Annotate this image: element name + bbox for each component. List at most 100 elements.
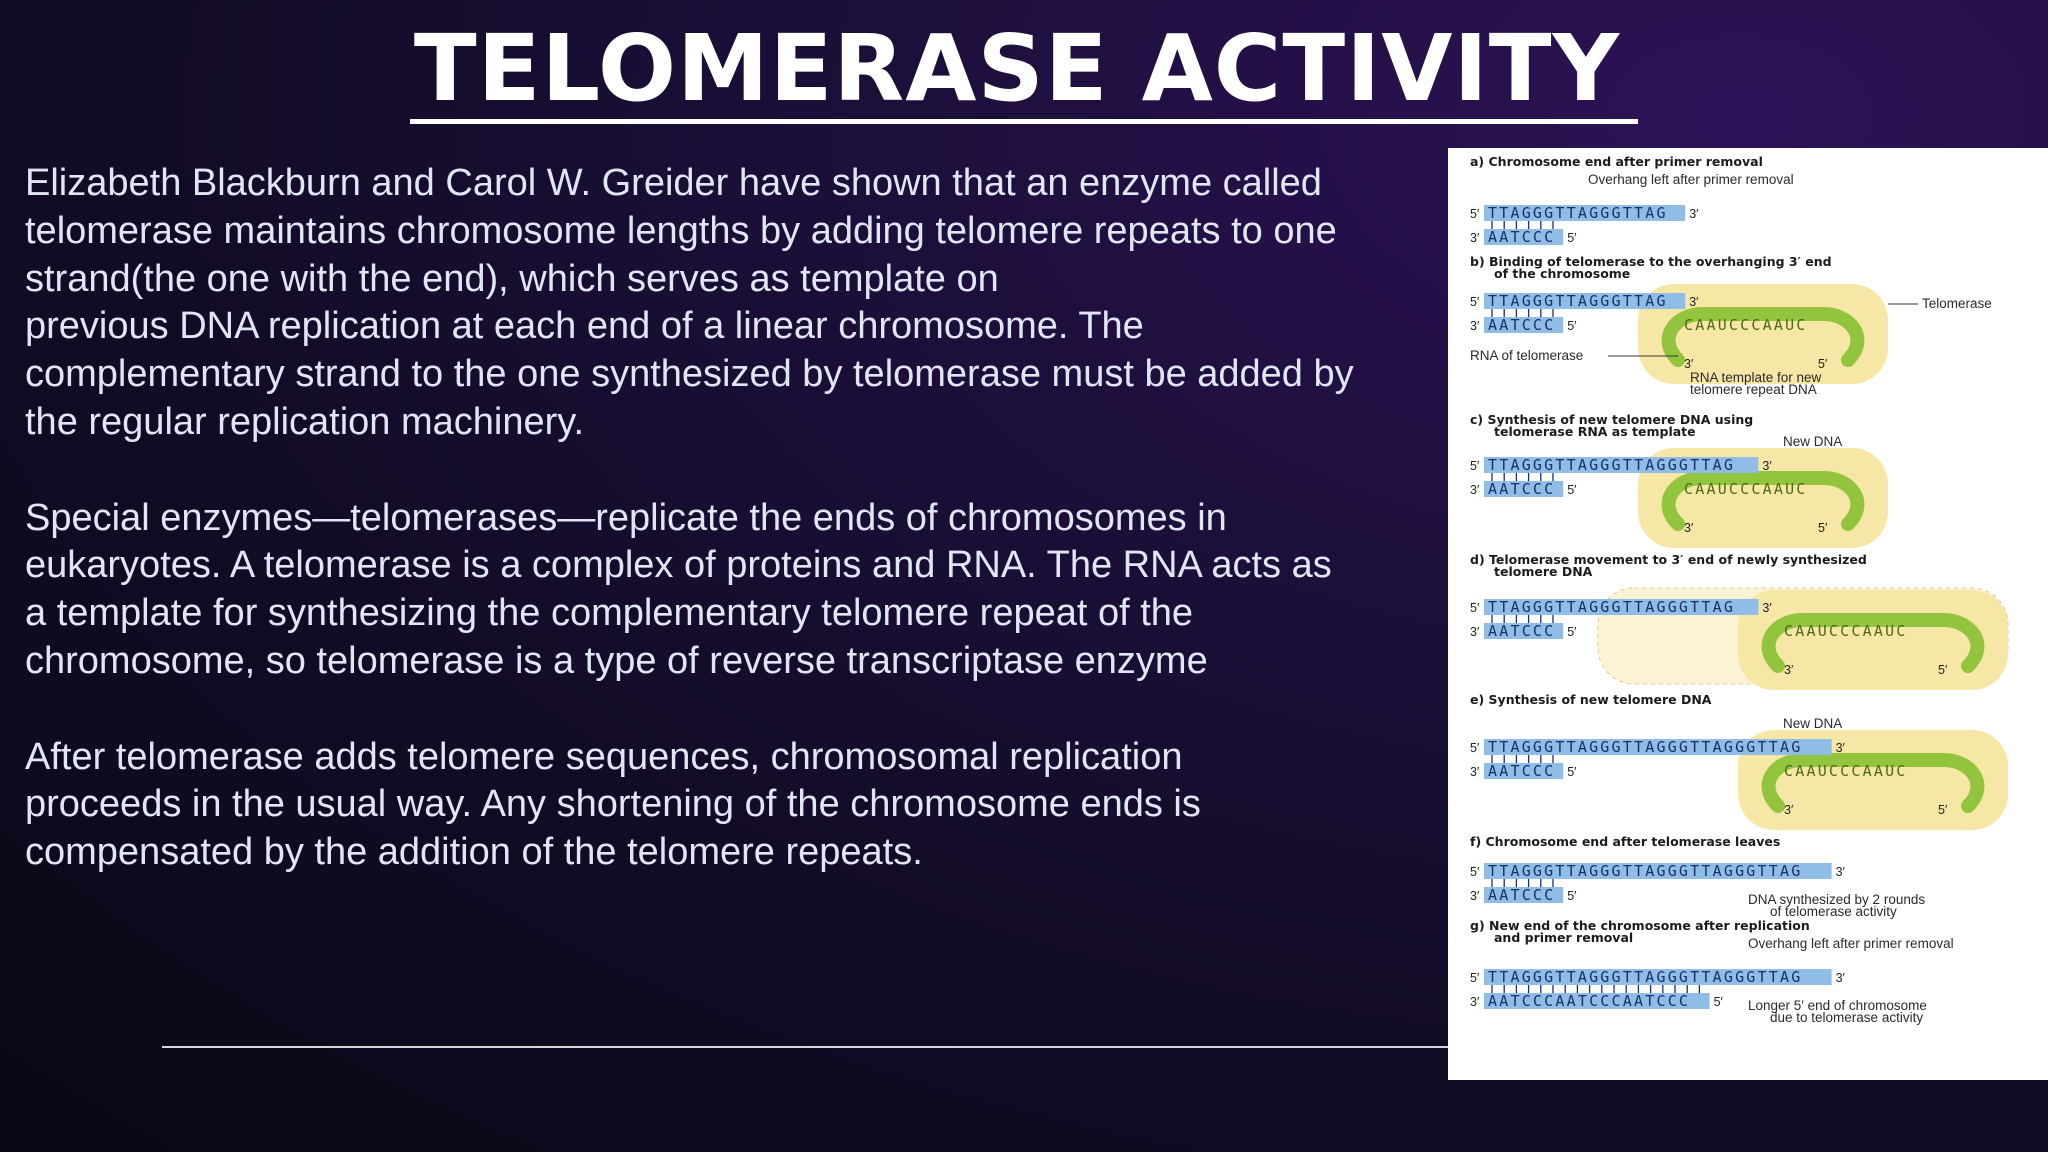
body-text: Elizabeth Blackburn and Carol W. Greider…	[25, 160, 1445, 925]
panel-e-top-seq: TTAGGGTTAGGGTTAGGGTTAGGGTTAG	[1488, 738, 1802, 756]
panel-f-top-bar	[1484, 863, 1832, 879]
panel-b-rna-seq: CAAUCCCAAUC	[1684, 316, 1808, 334]
panel-g-top-bar	[1484, 969, 1832, 985]
panel-f-top-seq: TTAGGGTTAGGGTTAGGGTTAGGGTTAG	[1488, 862, 1802, 880]
slide-title-text: TELOMERASE ACTIVITY	[409, 19, 1639, 124]
panel-g-label: g) New end of the chromosome after repli…	[1470, 918, 1810, 933]
telomerase-diagram-svg: a) Chromosome end after primer removalOv…	[1470, 154, 2009, 1025]
panel-g-bottom-3: 3′	[1470, 995, 1480, 1009]
panel-a-top-3: 3′	[1689, 207, 1699, 221]
panel-b-top-bar	[1484, 293, 1686, 309]
panel-b-bottom-3: 3′	[1470, 319, 1480, 333]
panel-b-rna-3: 3′	[1684, 357, 1694, 371]
panel-a-bottom-3: 3′	[1470, 231, 1480, 245]
panel-d-top-5: 5′	[1470, 601, 1480, 615]
panel-e-label: e) Synthesis of new telomere DNA	[1470, 692, 1712, 707]
panel-d-bottom-bar	[1484, 623, 1564, 639]
panel-c-bottom-5: 5′	[1567, 483, 1577, 497]
panel-a-top-5: 5′	[1470, 207, 1480, 221]
panel-e-top-3: 3′	[1836, 741, 1846, 755]
panel-g-top-5: 5′	[1470, 971, 1480, 985]
panel-g-bottom-5: 5′	[1714, 995, 1724, 1009]
panel-g-note-2: due to telomerase activity	[1770, 1010, 1923, 1025]
panel-c-top-3: 3′	[1762, 459, 1772, 473]
panel-e-bottom-seq: AATCCC	[1488, 762, 1555, 780]
panel-d-rna-seq: CAAUCCCAAUC	[1784, 622, 1908, 640]
panel-d-rna-5: 5′	[1938, 663, 1948, 677]
panel-c-top-5: 5′	[1470, 459, 1480, 473]
panel-f-bottom-5: 5′	[1567, 889, 1577, 903]
panel-a-top-bar	[1484, 205, 1686, 221]
panel-c-bottom-3: 3′	[1470, 483, 1480, 497]
panel-a-top-seq: TTAGGGTTAGGGTTAG	[1488, 204, 1668, 222]
panel-c-bottom-bar	[1484, 481, 1564, 497]
panel-a-label: a) Chromosome end after primer removal	[1470, 154, 1763, 169]
panel-c-label: c) Synthesis of new telomere DNA using	[1470, 412, 1753, 427]
panel-g-label-2: and primer removal	[1494, 930, 1633, 945]
panel-f-bottom-bar	[1484, 887, 1564, 903]
panel-g-bottom-seq: AATCCCAATCCCAATCCC	[1488, 992, 1690, 1010]
panel-f-note-2: of telomerase activity	[1770, 904, 1897, 919]
panel-b-bottom-bar	[1484, 317, 1564, 333]
paragraph-2: Special enzymes—telomerases—replicate th…	[25, 496, 1332, 682]
paragraph-1: Elizabeth Blackburn and Carol W. Greider…	[25, 162, 1354, 443]
panel-a-bottom-seq: AATCCC	[1488, 228, 1555, 246]
panel-d-bottom-seq: AATCCC	[1488, 622, 1555, 640]
panel-e-top-bar	[1484, 739, 1832, 755]
panel-f-bottom-seq: AATCCC	[1488, 886, 1555, 904]
panel-b-template-label-2: telomere repeat DNA	[1690, 382, 1817, 397]
panel-d-label-2: telomere DNA	[1494, 564, 1593, 579]
panel-a-bottom-5: 5′	[1567, 231, 1577, 245]
panel-d-top-seq: TTAGGGTTAGGGTTAGGGTTAG	[1488, 598, 1735, 616]
panel-f-label: f) Chromosome end after telomerase leave…	[1470, 834, 1780, 849]
panel-c-top-seq: TTAGGGTTAGGGTTAGGGTTAG	[1488, 456, 1735, 474]
panel-b-top-5: 5′	[1470, 295, 1480, 309]
panel-b-template-label: RNA template for new	[1690, 370, 1822, 385]
panel-e-bottom-3: 3′	[1470, 765, 1480, 779]
panel-f-note: DNA synthesized by 2 rounds	[1748, 892, 1925, 907]
panel-e-rna-arm	[1761, 753, 1985, 813]
panel-d-rna-3: 3′	[1784, 663, 1794, 677]
panel-c-rna-3: 3′	[1684, 521, 1694, 535]
panel-d-bottom-5: 5′	[1567, 625, 1577, 639]
panel-d-top-bar	[1484, 599, 1759, 615]
panel-c-label-2: telomerase RNA as template	[1494, 424, 1696, 439]
panel-c-caption: New DNA	[1783, 434, 1842, 449]
paragraph-3: After telomerase adds telomere sequences…	[25, 735, 1201, 874]
panel-b-label: b) Binding of telomerase to the overhang…	[1470, 254, 1832, 269]
panel-c-bottom-seq: AATCCC	[1488, 480, 1555, 498]
panel-d-label: d) Telomerase movement to 3′ end of newl…	[1470, 552, 1867, 567]
panel-c-rna-seq: CAAUCCCAAUC	[1684, 480, 1808, 498]
panel-f-top-3: 3′	[1836, 865, 1846, 879]
slide-title: TELOMERASE ACTIVITY	[0, 14, 2048, 124]
panel-e-rna-seq: CAAUCCCAAUC	[1784, 762, 1908, 780]
panel-e-rna-5: 5′	[1938, 803, 1948, 817]
panel-b-rna-arm	[1661, 307, 1865, 367]
panel-b-top-seq: TTAGGGTTAGGGTTAG	[1488, 292, 1668, 310]
panel-a-caption: Overhang left after primer removal	[1588, 172, 1794, 187]
panel-e-caption: New DNA	[1783, 716, 1842, 731]
panel-d-enzyme	[1738, 590, 2008, 690]
panel-d-top-3: 3′	[1762, 601, 1772, 615]
panel-b-top-3: 3′	[1689, 295, 1699, 309]
panel-b-bottom-5: 5′	[1567, 319, 1577, 333]
panel-e-top-5: 5′	[1470, 741, 1480, 755]
panel-c-rna-5: 5′	[1818, 521, 1828, 535]
panel-f-top-5: 5′	[1470, 865, 1480, 879]
panel-e-bottom-5: 5′	[1567, 765, 1577, 779]
panel-b-rna-5: 5′	[1818, 357, 1828, 371]
panel-e-bottom-bar	[1484, 763, 1564, 779]
panel-b-label-2: of the chromosome	[1494, 266, 1630, 281]
panel-g-top-3: 3′	[1836, 971, 1846, 985]
panel-a-bottom-bar	[1484, 229, 1564, 245]
panel-g-bottom-bar	[1484, 993, 1710, 1009]
panel-b-rna-label: RNA of telomerase	[1470, 348, 1583, 363]
panel-g-caption: Overhang left after primer removal	[1748, 936, 1954, 951]
divider-line	[162, 1046, 1448, 1048]
panel-b-bottom-seq: AATCCC	[1488, 316, 1555, 334]
panel-e-rna-3: 3′	[1784, 803, 1794, 817]
panel-c-top-bar	[1484, 457, 1759, 473]
panel-g-note: Longer 5′ end of chromosome	[1748, 998, 1927, 1013]
panel-c-rna-arm	[1661, 471, 1865, 531]
